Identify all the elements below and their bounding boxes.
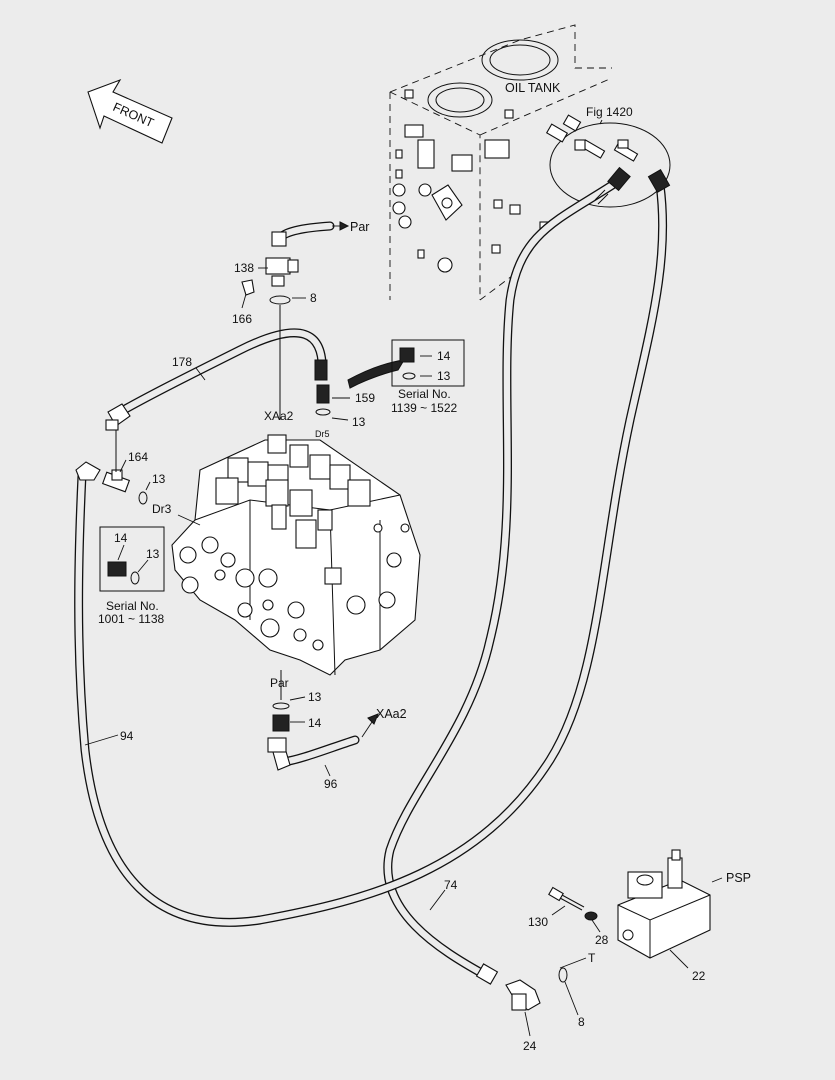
part-138: 138: [234, 261, 254, 275]
hose-74: [383, 166, 631, 985]
hose-94: [74, 169, 671, 927]
part-13-dr5: 13: [352, 415, 366, 429]
part-178: 178: [172, 355, 192, 369]
hose-96: [267, 713, 379, 771]
labels: Par 138 8 166 178 14 13 159 Serial No. 1…: [98, 220, 751, 1053]
part-159: 159: [355, 391, 375, 405]
part-94: 94: [120, 729, 134, 743]
part-8-top: 8: [310, 291, 317, 305]
part-14-bottom: 14: [308, 716, 322, 730]
part-24: 24: [523, 1039, 537, 1053]
part-13-inset-left: 13: [146, 547, 160, 561]
part-13-left: 13: [152, 472, 166, 486]
inset-serial-1139: [391, 339, 465, 387]
part-8-bottom: 8: [578, 1015, 585, 1029]
serial-right-range: 1139 ~ 1522: [391, 401, 458, 415]
part-14-inset-right: 14: [437, 349, 451, 363]
port-dr3: Dr3: [152, 502, 172, 516]
port-psp: PSP: [726, 871, 751, 885]
port-dr5: Dr5: [315, 429, 330, 439]
leader-lines: [84, 267, 723, 1037]
oil-tank: OIL TANK: [389, 24, 613, 301]
elbow-24: [505, 967, 568, 1011]
bolt-130: [548, 886, 598, 921]
part-22: 22: [692, 969, 706, 983]
part-166: 166: [232, 312, 252, 326]
port-xaa2-bottom: XAa2: [376, 707, 407, 721]
port-par-bottom: Par: [270, 676, 289, 690]
top-par-line: [241, 221, 350, 420]
fitting-164: [101, 430, 148, 505]
inset-serial-1001: [99, 526, 165, 592]
part-13-bottom: 13: [308, 690, 322, 704]
serial-left-title: Serial No.: [106, 599, 159, 613]
part-28: 28: [595, 933, 609, 947]
oil-tank-label: OIL TANK: [505, 81, 561, 95]
front-arrow: FRONT: [87, 78, 173, 144]
port-t: T: [588, 951, 596, 965]
fig-1420-label: Fig 1420: [586, 105, 633, 119]
part-13-inset-right: 13: [437, 369, 451, 383]
valve-22: [617, 849, 711, 959]
serial-left-range: 1001 ~ 1138: [98, 612, 165, 626]
port-xaa2-top: XAa2: [264, 409, 294, 423]
part-96: 96: [324, 777, 338, 791]
part-74: 74: [444, 878, 458, 892]
control-valve-block: [171, 434, 421, 676]
serial-right-title: Serial No.: [398, 387, 451, 401]
dr5-fitting: [315, 359, 405, 416]
fig-1420-callout: Fig 1420: [545, 105, 671, 208]
bottom-par-fittings: [272, 670, 290, 732]
port-par-top: Par: [350, 220, 369, 234]
hose-178: [105, 328, 328, 431]
part-130: 130: [528, 915, 548, 929]
part-14-inset-left: 14: [114, 531, 128, 545]
part-164: 164: [128, 450, 148, 464]
